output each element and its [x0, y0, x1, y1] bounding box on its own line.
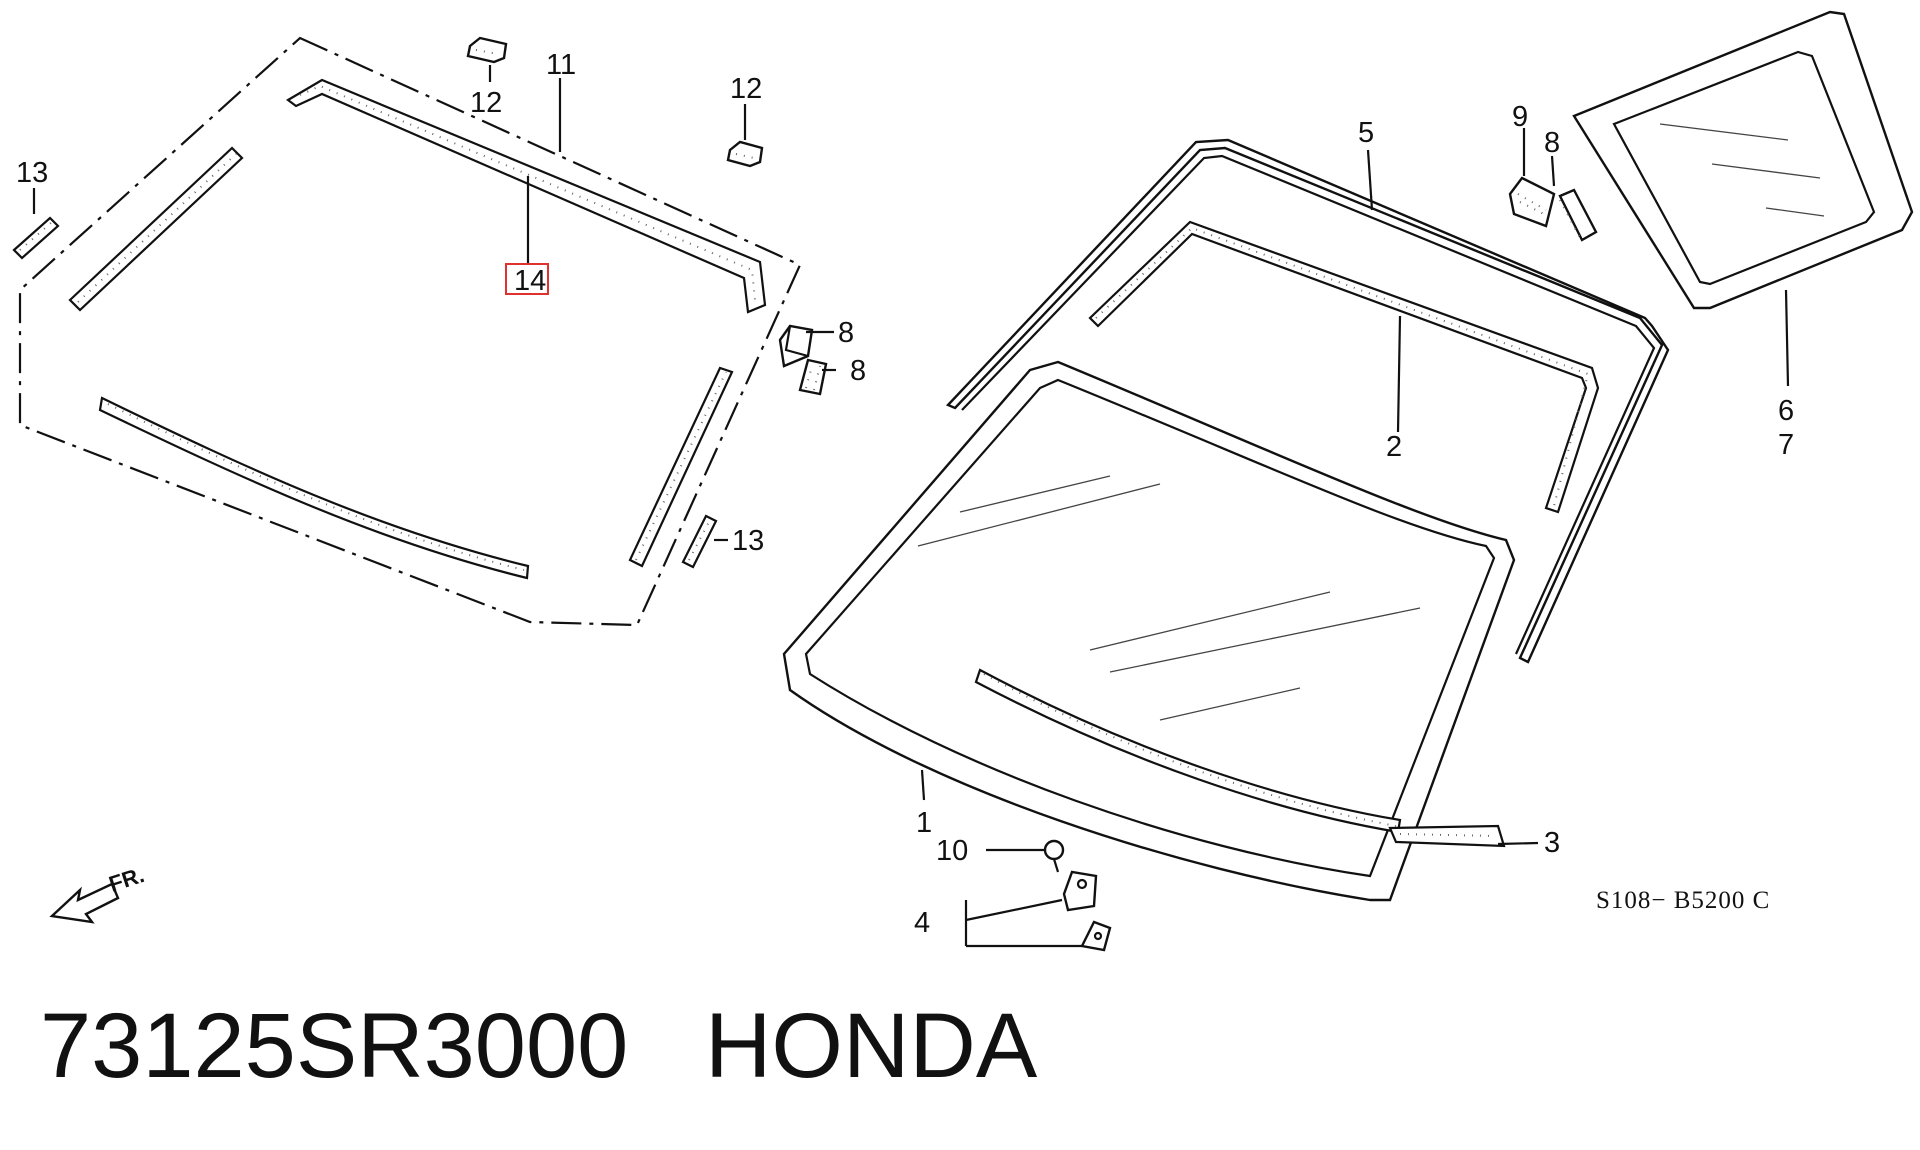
footer-caption: 73125SR3000 HONDA: [40, 1000, 1037, 1092]
rubber-dam-2: [1088, 220, 1600, 514]
clip-8-plain: [778, 324, 814, 368]
callout-4: 4: [914, 907, 930, 939]
windshield-glass-1: [782, 360, 1516, 902]
part-number: 73125SR3000: [40, 995, 629, 1097]
front-direction-label: FR.: [106, 862, 147, 897]
callout-6: 6: [1778, 395, 1794, 427]
callout-12-right: 12: [730, 73, 762, 105]
upper-dam-strip: [286, 78, 767, 314]
callout-9: 9: [1512, 101, 1528, 133]
brand-name: HONDA: [704, 995, 1038, 1097]
lower-seal-3: [1388, 824, 1506, 848]
callout-14: 14: [514, 265, 546, 297]
callout-10: 10: [936, 835, 968, 867]
clip-9: [1508, 176, 1556, 228]
clip-4-upper: [1062, 870, 1098, 912]
lower-dam-strip: [98, 396, 530, 580]
fastener-12-right: [726, 140, 764, 168]
right-side-dam-strip: [628, 366, 734, 568]
callout-8-bottom: 8: [850, 355, 866, 387]
callout-12-left: 12: [470, 87, 502, 119]
molding-5: [945, 138, 1670, 664]
front-direction-arrow-icon: [49, 882, 120, 924]
dam-rubber-kit-group: [12, 36, 836, 627]
screw-10: [1043, 839, 1065, 873]
clip-8-ribbed: [798, 358, 828, 396]
callout-13-right: 13: [732, 525, 764, 557]
callout-8-quarter: 8: [1544, 127, 1560, 159]
highlight-box-14: [505, 263, 549, 295]
clip-8-quarter: [1558, 188, 1598, 242]
diagram-code: S108− B5200 C: [1596, 887, 1770, 914]
callout-3: 3: [1544, 827, 1560, 859]
callout-labels: 1 2 3 4 5 6 7 8 8 8 9 10 11 12 12 13 13 …: [16, 49, 1794, 939]
callout-5: 5: [1358, 117, 1374, 149]
callout-13-left: 13: [16, 157, 48, 189]
clip-4-lower: [1080, 920, 1112, 952]
callout-2: 2: [1386, 431, 1402, 463]
windshield-assembly: [782, 10, 1914, 952]
spacer-13-right: [681, 514, 718, 569]
callout-11: 11: [546, 49, 576, 81]
left-side-dam-strip: [68, 146, 244, 312]
kit-boundary-outline: [18, 36, 802, 627]
callout-1: 1: [916, 807, 932, 839]
fastener-12-left: [466, 36, 508, 64]
quarter-glass-6-7: [1572, 10, 1914, 310]
callout-7: 7: [1778, 429, 1794, 461]
spacer-13-left: [12, 216, 60, 260]
callout-8-top: 8: [838, 317, 854, 349]
